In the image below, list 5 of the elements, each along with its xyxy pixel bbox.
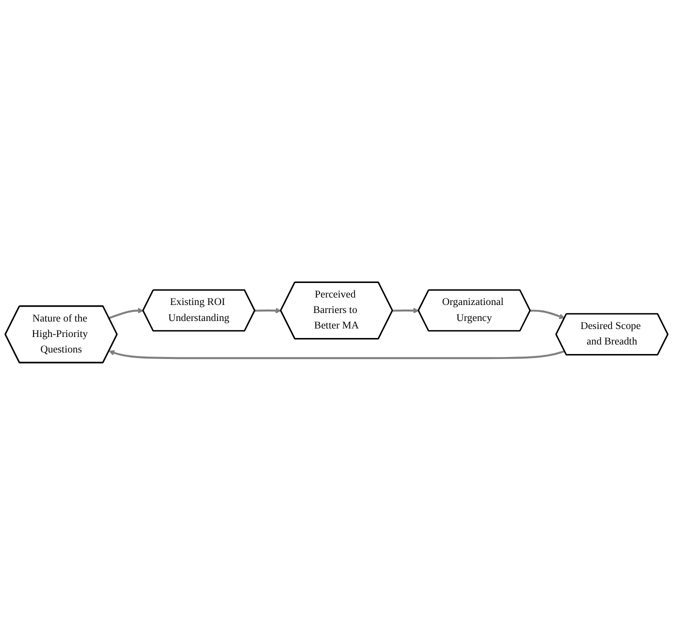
arrow: [108, 350, 565, 359]
arrow: [392, 307, 419, 314]
arrow: [530, 309, 565, 319]
arrow: [254, 307, 282, 314]
arrow: [108, 307, 144, 319]
